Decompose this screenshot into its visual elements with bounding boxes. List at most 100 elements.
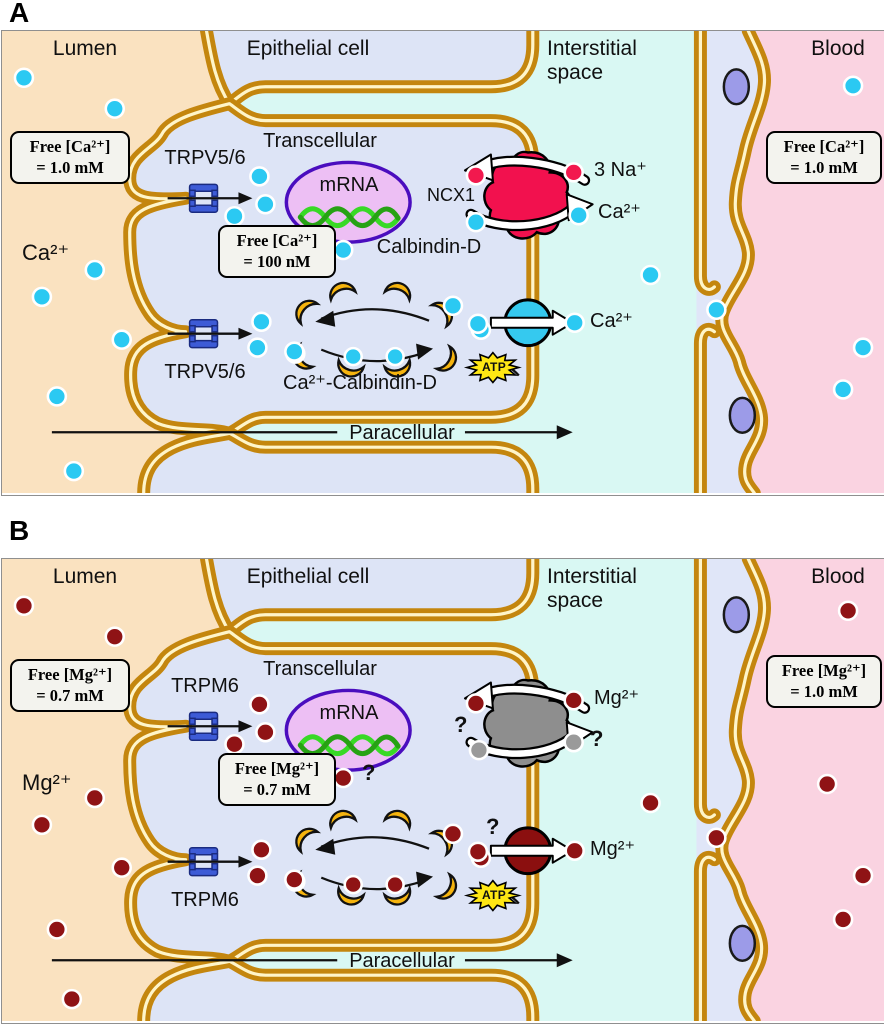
ion-dot <box>61 988 83 1010</box>
basement-membrane-core <box>698 559 716 1021</box>
region-label-epithelial-cell: Epithelial cell <box>246 565 370 588</box>
capillary-wall <box>693 31 771 493</box>
ion-dot <box>640 792 661 814</box>
panel-a-label: A <box>9 0 30 28</box>
ion-dot <box>224 205 245 227</box>
lumen-concentration-box: Free [Mg²⁺] = 0.7 mM <box>10 659 130 712</box>
ion-dot <box>332 767 354 789</box>
region-label-lumen: Lumen <box>52 565 118 588</box>
lumen-concentration-box: Free [Ca²⁺] = 1.0 mM <box>10 131 130 184</box>
blood-concentration-box: Free [Ca²⁺] = 1.0 mM <box>766 131 882 184</box>
ion-dots <box>13 595 874 1010</box>
region-label-blood: Blood <box>811 565 865 588</box>
region-label-interstitial-space: Interstitial space <box>547 565 637 612</box>
bound-ion-dot <box>343 346 363 367</box>
ion-dot <box>63 460 85 482</box>
calbindin-label: Calbindin-D <box>376 236 482 258</box>
upper-epithelial-cell <box>200 559 540 639</box>
pump-flow-arrow <box>489 837 574 864</box>
panel-b: Lumen Epithelial cell Interstitial space… <box>1 558 884 1024</box>
cell-concentration-box: Free [Mg²⁺] = 0.7 mM <box>218 753 336 806</box>
ion-dot <box>837 600 859 622</box>
endothelial-nucleus <box>728 396 757 435</box>
channel-label-top: TRPM6 <box>171 675 239 697</box>
exchanger-name-label: NCX1 <box>426 185 475 205</box>
paracellular-label: Paracellular <box>349 422 455 444</box>
ion-dot <box>442 823 464 845</box>
lumen-ion-label: Mg²⁺ <box>22 770 72 795</box>
ion-dot <box>104 98 126 119</box>
ion-dots <box>13 67 874 482</box>
ion-dot <box>564 840 585 861</box>
lower-cleft <box>229 945 533 976</box>
bound-ion-dot <box>343 874 363 895</box>
pump-out-label: Mg²⁺ <box>590 838 635 860</box>
mrna-label: mRNA <box>319 174 379 196</box>
mrna-icon <box>284 160 412 244</box>
ion-dot <box>332 239 354 261</box>
exchanger-question-right: ? <box>590 726 604 751</box>
pump-flow-arrow <box>489 309 574 336</box>
ion-dot <box>442 295 464 317</box>
atpase-pump <box>466 826 574 912</box>
ion-dot <box>568 204 589 226</box>
region-label-lumen: Lumen <box>52 37 118 60</box>
ion-dot <box>247 865 268 886</box>
endothelial-nucleus <box>728 924 757 963</box>
blood-concentration-box: Free [Mg²⁺] = 1.0 mM <box>766 655 882 708</box>
ion-dot <box>31 814 53 836</box>
lower-cleft <box>229 417 533 448</box>
panel-b-label: B <box>9 515 30 546</box>
ion-dot <box>564 312 585 333</box>
ion-dot <box>104 626 126 647</box>
pump-out-label: Ca²⁺ <box>590 310 633 332</box>
cell-concentration-box: Free [Ca²⁺] = 100 nM <box>218 225 336 278</box>
basement-membrane-core <box>698 31 716 493</box>
paracellular-arrow <box>51 953 573 968</box>
ion-dot <box>111 329 133 350</box>
transcellular-label: Transcellular <box>263 130 377 152</box>
ion-dot <box>467 841 489 862</box>
upper-cleft <box>229 86 533 121</box>
endothelial-nucleus <box>722 596 751 634</box>
bound-ion-dot <box>385 874 405 895</box>
panel-b-diagram <box>2 559 884 1021</box>
ion-dot <box>249 166 270 187</box>
unknown-ion-dot <box>563 731 584 753</box>
ion-dot <box>111 857 133 878</box>
buffer-question: ? <box>362 760 376 785</box>
ion-dot <box>247 337 268 358</box>
mrna-icon <box>284 688 412 772</box>
endothelial-membrane-core <box>720 559 767 1021</box>
region-label-blood: Blood <box>811 37 865 60</box>
ion-dot <box>251 311 272 332</box>
ion-dot <box>465 211 487 233</box>
lower-epithelial-cell <box>137 954 540 1021</box>
panel-a-diagram <box>2 31 884 493</box>
apical-channel-arrow <box>167 192 253 340</box>
pump-question: ? <box>486 814 500 839</box>
channel-label-bottom: TRPV5/6 <box>164 361 246 383</box>
endothelial-cell-body <box>696 559 765 1021</box>
atp-label: ATP <box>481 360 506 374</box>
channel-label-top: TRPV5/6 <box>164 147 246 169</box>
mrna-label: mRNA <box>319 702 379 724</box>
ion-dot <box>13 67 35 89</box>
exchanger-out-label: Ca²⁺ <box>598 201 641 223</box>
ion-dot <box>46 386 68 407</box>
apical-channel-arrow <box>167 720 253 868</box>
atpase-pump <box>466 298 574 384</box>
unknown-ion-dot <box>468 739 490 761</box>
ion-dot <box>563 690 584 711</box>
ion-dot <box>31 286 53 308</box>
ion-dot <box>467 313 489 334</box>
ion-dot <box>465 693 487 714</box>
transcellular-label: Transcellular <box>263 658 377 680</box>
ion-dot <box>842 75 864 97</box>
ion-dot <box>640 264 661 286</box>
panel-a: Lumen Epithelial cell Interstitial space… <box>1 30 884 496</box>
ion-dot <box>84 787 106 809</box>
ion-dot <box>832 909 854 930</box>
atp-label: ATP <box>481 888 506 902</box>
